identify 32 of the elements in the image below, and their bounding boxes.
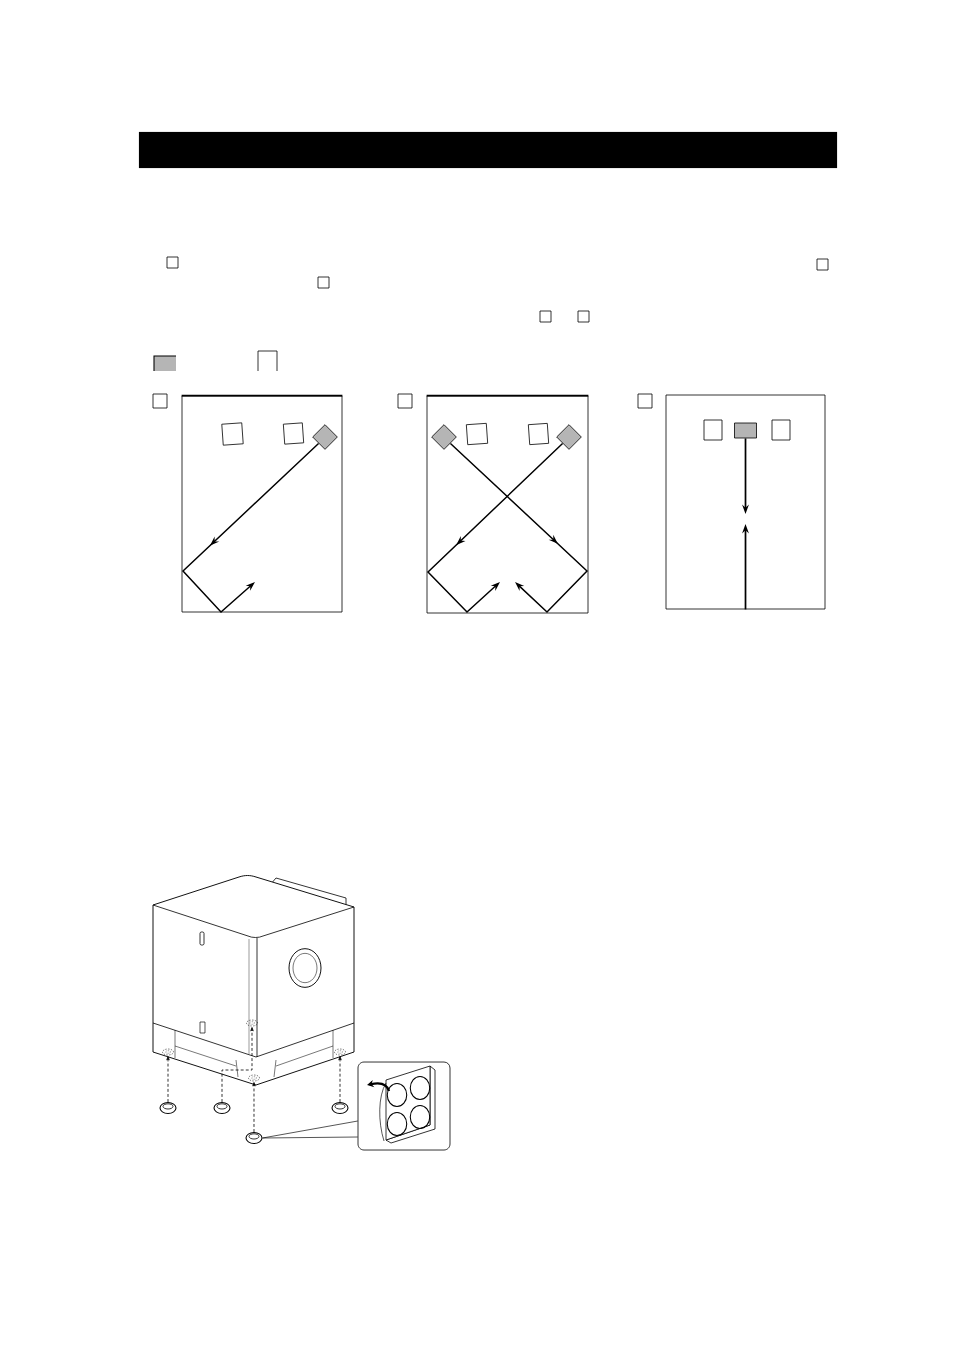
foot-pad — [159, 1102, 177, 1115]
dashed-arrow — [338, 1056, 342, 1103]
room-frame — [425, 394, 590, 614]
inset-drawing — [357, 1061, 451, 1151]
subwoofer-drawing — [152, 875, 355, 1086]
foot-pad — [245, 1131, 263, 1145]
subwoofer-diamond — [556, 424, 582, 450]
sound-path-arrow — [181, 442, 320, 614]
subwoofer-box — [734, 422, 757, 439]
foot-socket — [246, 1019, 258, 1027]
sound-path-arrow — [449, 442, 589, 614]
speaker-box — [771, 419, 791, 441]
dashed-arrow — [221, 1027, 254, 1103]
room-frame — [180, 394, 344, 613]
heading-bar — [138, 131, 838, 169]
foot-socket — [248, 1074, 260, 1082]
foot-socket — [334, 1048, 346, 1056]
foot-pad — [213, 1102, 231, 1115]
foot-pad — [331, 1102, 349, 1115]
leader-line — [262, 1120, 359, 1139]
speaker-box — [221, 422, 244, 446]
speaker-box — [465, 422, 489, 446]
subwoofer-diamond — [431, 424, 457, 450]
sound-path-arrow — [426, 442, 564, 614]
room-frame — [665, 394, 826, 610]
speaker-box — [527, 422, 550, 446]
foot-socket — [162, 1048, 174, 1056]
dashed-arrow — [252, 1082, 256, 1133]
subwoofer-diamond — [312, 424, 338, 450]
speaker-box — [703, 419, 723, 441]
speaker-box — [282, 422, 305, 445]
dashed-arrow — [166, 1056, 170, 1103]
